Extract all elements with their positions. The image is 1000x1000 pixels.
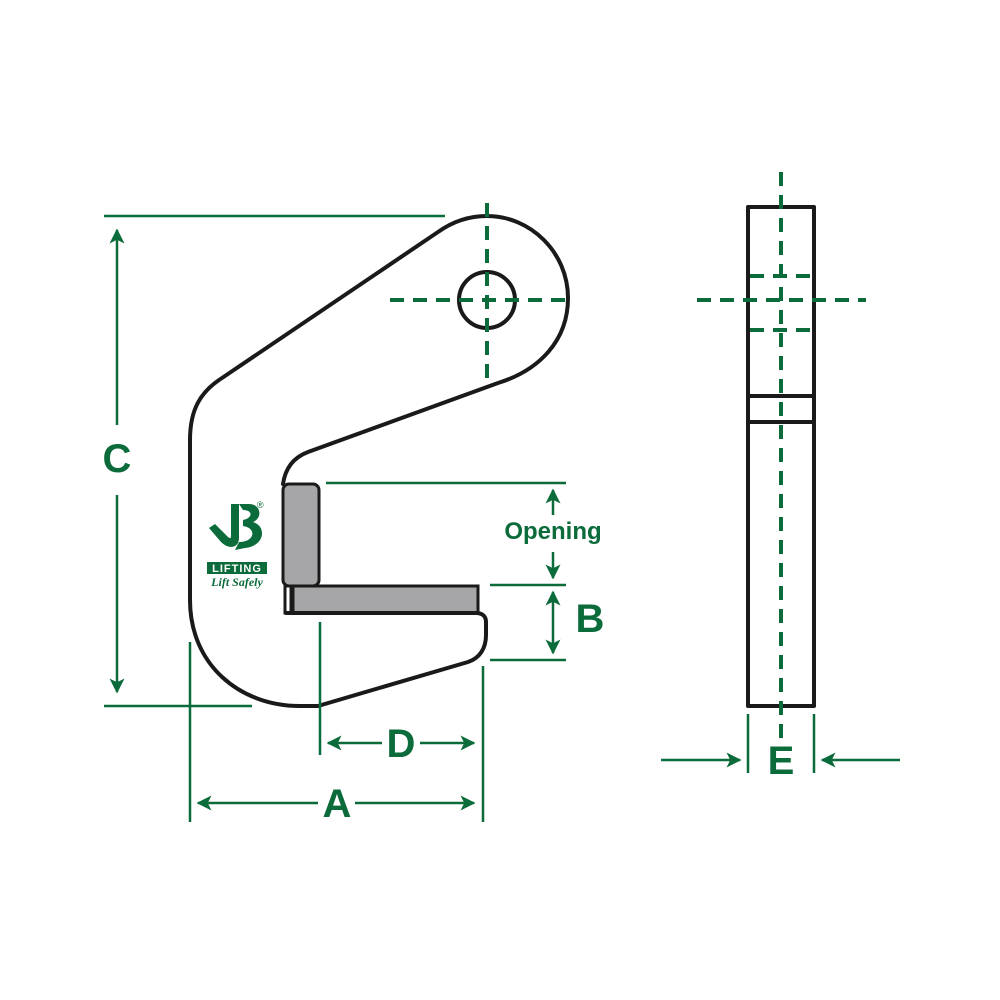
dimension-opening: Opening [326, 481, 602, 587]
logo-b-icon [235, 504, 263, 550]
logo-brand-box [207, 562, 267, 574]
lower-jaw-shim [283, 584, 293, 615]
dimension-b: B [490, 590, 605, 662]
dim-e-label: E [768, 739, 795, 783]
dim-a-label: A [323, 782, 352, 826]
upper-jaw-pad [281, 482, 321, 588]
dimension-e: E [661, 714, 900, 783]
lower-jaw-pad [291, 584, 480, 615]
dim-b-label: B [576, 597, 605, 641]
logo-brand-text: LIFTING [212, 563, 262, 575]
dimension-c: C [103, 214, 445, 708]
dimension-d: D [318, 622, 485, 822]
logo-registered-mark: ® [257, 500, 264, 510]
dim-c-label: C [103, 437, 132, 481]
dim-opening-label: Opening [504, 518, 601, 545]
dim-d-label: D [387, 722, 416, 766]
clamp-side-view [188, 203, 570, 708]
clamp-body-outline [188, 214, 570, 708]
clamp-edge-view [697, 172, 866, 738]
logo-tagline: Lift Safely [210, 575, 263, 589]
dimension-a: A [188, 642, 476, 826]
jb-lifting-logo: ® LIFTING Lift Safely [207, 500, 267, 589]
logo-j-icon [209, 504, 239, 547]
